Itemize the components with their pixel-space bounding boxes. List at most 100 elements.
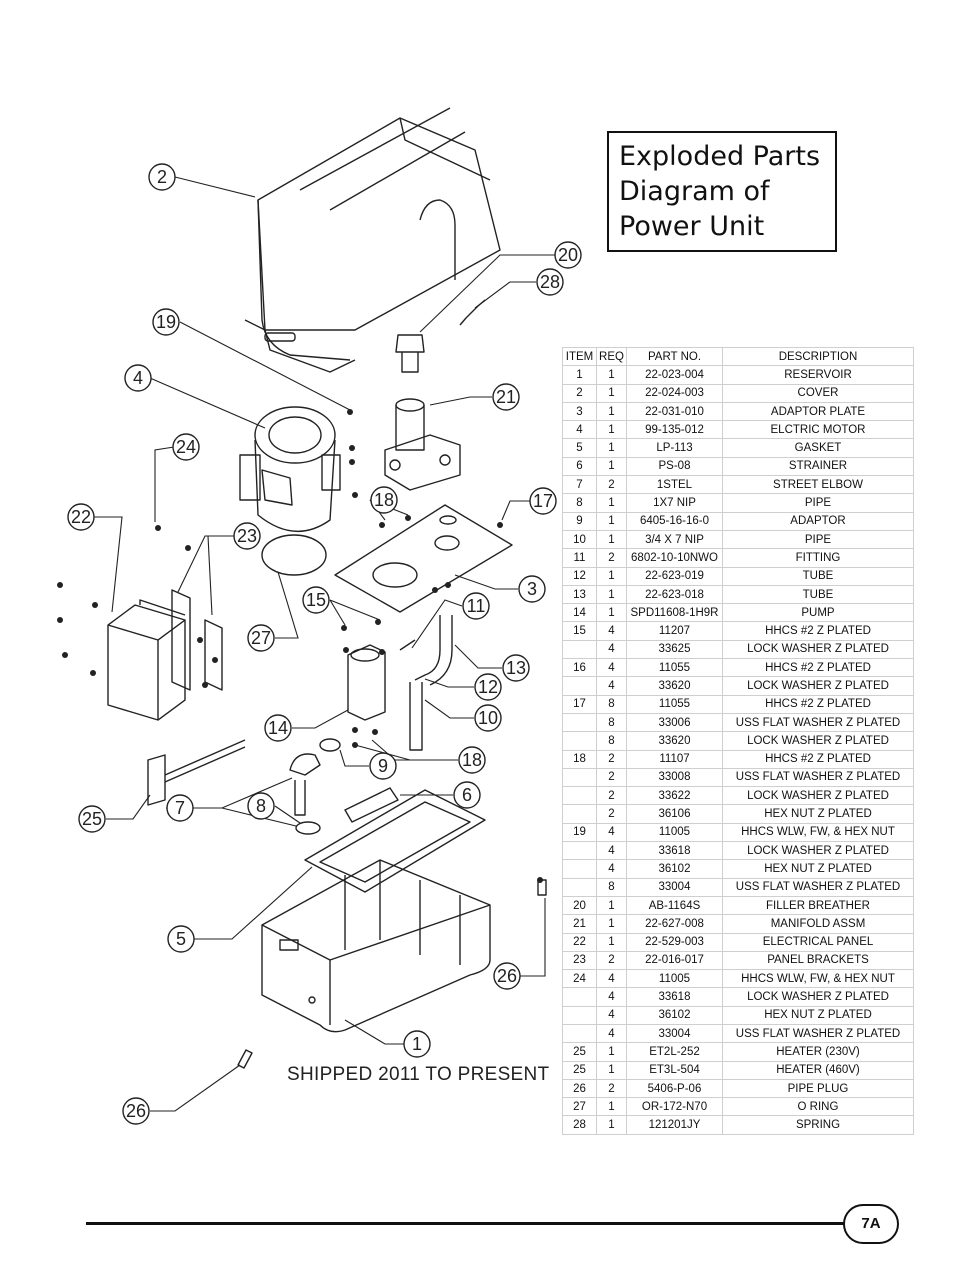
electrical-panel-drawing	[107, 599, 186, 721]
cell-part-no: ET3L-504	[626, 1060, 723, 1080]
callout-label: 15	[306, 590, 326, 610]
cell-item	[562, 712, 597, 733]
cell-req: 4	[596, 1005, 627, 1025]
cell-description: PUMP	[722, 603, 914, 623]
cell-description: HHCS #2 Z PLATED	[722, 694, 914, 714]
cell-part-no: 11055	[626, 694, 723, 714]
cell-item	[562, 786, 597, 806]
cell-item: 12	[562, 566, 597, 586]
callout-label: 18	[462, 750, 482, 770]
header-req: REQ	[596, 346, 627, 367]
cell-part-no: 36106	[626, 804, 723, 824]
cell-part-no: 22-627-008	[626, 914, 723, 934]
reservoir-drawing	[261, 859, 491, 1033]
filler-breather-drawing	[395, 334, 425, 373]
cell-req: 1	[596, 493, 627, 513]
cell-item: 11	[562, 548, 597, 568]
cell-description: LOCK WASHER Z PLATED	[722, 676, 914, 696]
cell-description: HEATER (230V)	[722, 1042, 914, 1062]
cell-item	[562, 639, 597, 660]
cell-item: 22	[562, 932, 597, 952]
cell-description: HHCS #2 Z PLATED	[722, 658, 914, 678]
cell-item	[562, 877, 597, 897]
cell-item: 14	[562, 603, 597, 623]
cell-description: HEATER (460V)	[722, 1060, 914, 1080]
cell-description: USS FLAT WASHER Z PLATED	[722, 712, 914, 733]
cell-description: STRAINER	[722, 456, 914, 477]
cell-description: PIPE PLUG	[722, 1078, 914, 1099]
cell-item: 18	[562, 749, 597, 769]
cell-item: 5	[562, 438, 597, 458]
callout-label: 7	[175, 798, 185, 818]
cell-part-no: 1STEL	[626, 475, 723, 495]
cell-part-no: 22-016-017	[626, 950, 723, 971]
cell-description: FITTING	[722, 548, 914, 568]
callout-label: 13	[506, 658, 526, 678]
header-description: DESCRIPTION	[722, 346, 914, 367]
manifold-drawing	[384, 398, 461, 491]
cell-item: 7	[562, 475, 597, 495]
cell-item	[562, 1005, 597, 1025]
cell-part-no: 22-623-019	[626, 566, 723, 586]
title-line: Diagram of	[619, 176, 770, 207]
callout-label: 9	[378, 756, 388, 776]
cell-part-no: 11005	[626, 969, 723, 989]
cell-req: 1	[596, 456, 627, 477]
callout-label: 5	[176, 929, 186, 949]
cell-part-no: 1X7 NIP	[626, 493, 723, 513]
cell-item	[562, 987, 597, 1007]
cell-description: HHCS WLW, FW, & HEX NUT	[722, 969, 914, 989]
leader-lines	[94, 176, 555, 1112]
cell-req: 8	[596, 877, 627, 897]
callout-label: 2	[157, 167, 167, 187]
cell-req: 1	[596, 438, 627, 458]
cell-part-no: 22-031-010	[626, 401, 723, 422]
cell-part-no: 36102	[626, 859, 723, 879]
strainer-drawing	[344, 787, 399, 823]
cell-description: GASKET	[722, 438, 914, 458]
cell-part-no: 11005	[626, 822, 723, 843]
cell-req: 1	[596, 1042, 627, 1062]
cell-description: HEX NUT Z PLATED	[722, 859, 914, 879]
cell-req: 2	[596, 786, 627, 806]
cell-item	[562, 731, 597, 751]
cell-description: MANIFOLD ASSM	[722, 914, 914, 934]
cell-item: 17	[562, 694, 597, 714]
cell-item	[562, 859, 597, 879]
callout-label: 25	[82, 809, 102, 829]
cell-item: 3	[562, 401, 597, 422]
callout-label: 26	[497, 966, 517, 986]
cell-item: 23	[562, 950, 597, 971]
cell-item	[562, 841, 597, 861]
cell-item	[562, 804, 597, 824]
cell-req: 2	[596, 1078, 627, 1099]
cell-item: 27	[562, 1097, 597, 1117]
cell-item: 8	[562, 493, 597, 513]
cell-item: 4	[562, 420, 597, 440]
cell-item: 13	[562, 584, 597, 605]
cell-item: 28	[562, 1115, 597, 1135]
cell-req: 1	[596, 383, 627, 403]
cell-part-no: 33006	[626, 712, 723, 733]
cell-req: 2	[596, 548, 627, 568]
cell-req: 2	[596, 767, 627, 788]
cell-part-no: 33625	[626, 639, 723, 660]
cell-part-no: 22-023-004	[626, 365, 723, 385]
cell-description: USS FLAT WASHER Z PLATED	[722, 767, 914, 788]
